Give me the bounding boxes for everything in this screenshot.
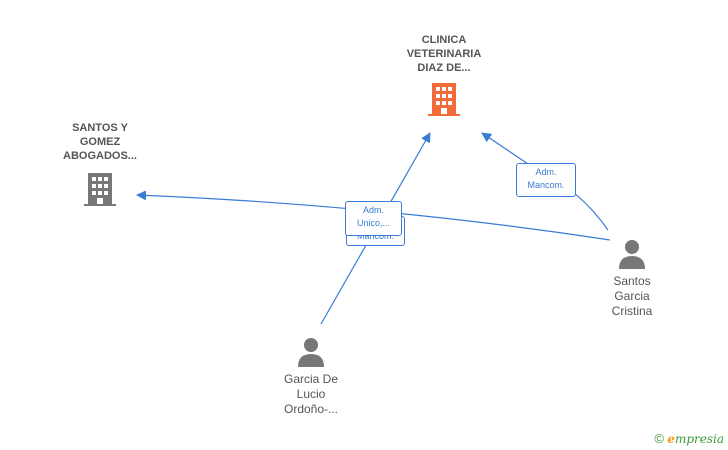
building-icon	[428, 83, 460, 116]
company-name-label: SANTOS Y GOMEZ ABOGADOS...	[63, 122, 137, 162]
node-santos-garcia-cristina[interactable]: Santos Garcia Cristina	[596, 238, 668, 319]
edge-role-badge-adm-mancom[interactable]: Adm. Mancom.	[516, 163, 576, 197]
person-icon	[619, 240, 645, 269]
node-garcia-de-lucio[interactable]: Garcia De Lucio Ordoño-...	[270, 336, 352, 417]
empresia-logo: © empresia	[654, 431, 724, 446]
edge-role-badge-adm-unico[interactable]: Adm. Unico,...	[345, 201, 402, 236]
node-clinica-veterinaria[interactable]: CLINICA VETERINARIA DIAZ DE...	[388, 33, 500, 117]
person-name-label: Garcia De Lucio Ordoño-...	[283, 372, 339, 416]
brand-initial: e	[667, 432, 675, 446]
person-icon	[298, 338, 324, 367]
brand-name: mpresia	[674, 432, 724, 446]
person-name-label: Santos Garcia Cristina	[611, 274, 653, 318]
building-icon	[84, 173, 116, 206]
company-name-label: CLINICA VETERINARIA DIAZ DE...	[406, 34, 482, 74]
node-santos-gomez-abogados[interactable]: SANTOS Y GOMEZ ABOGADOS...	[48, 121, 152, 207]
copyright-symbol: ©	[654, 431, 664, 446]
